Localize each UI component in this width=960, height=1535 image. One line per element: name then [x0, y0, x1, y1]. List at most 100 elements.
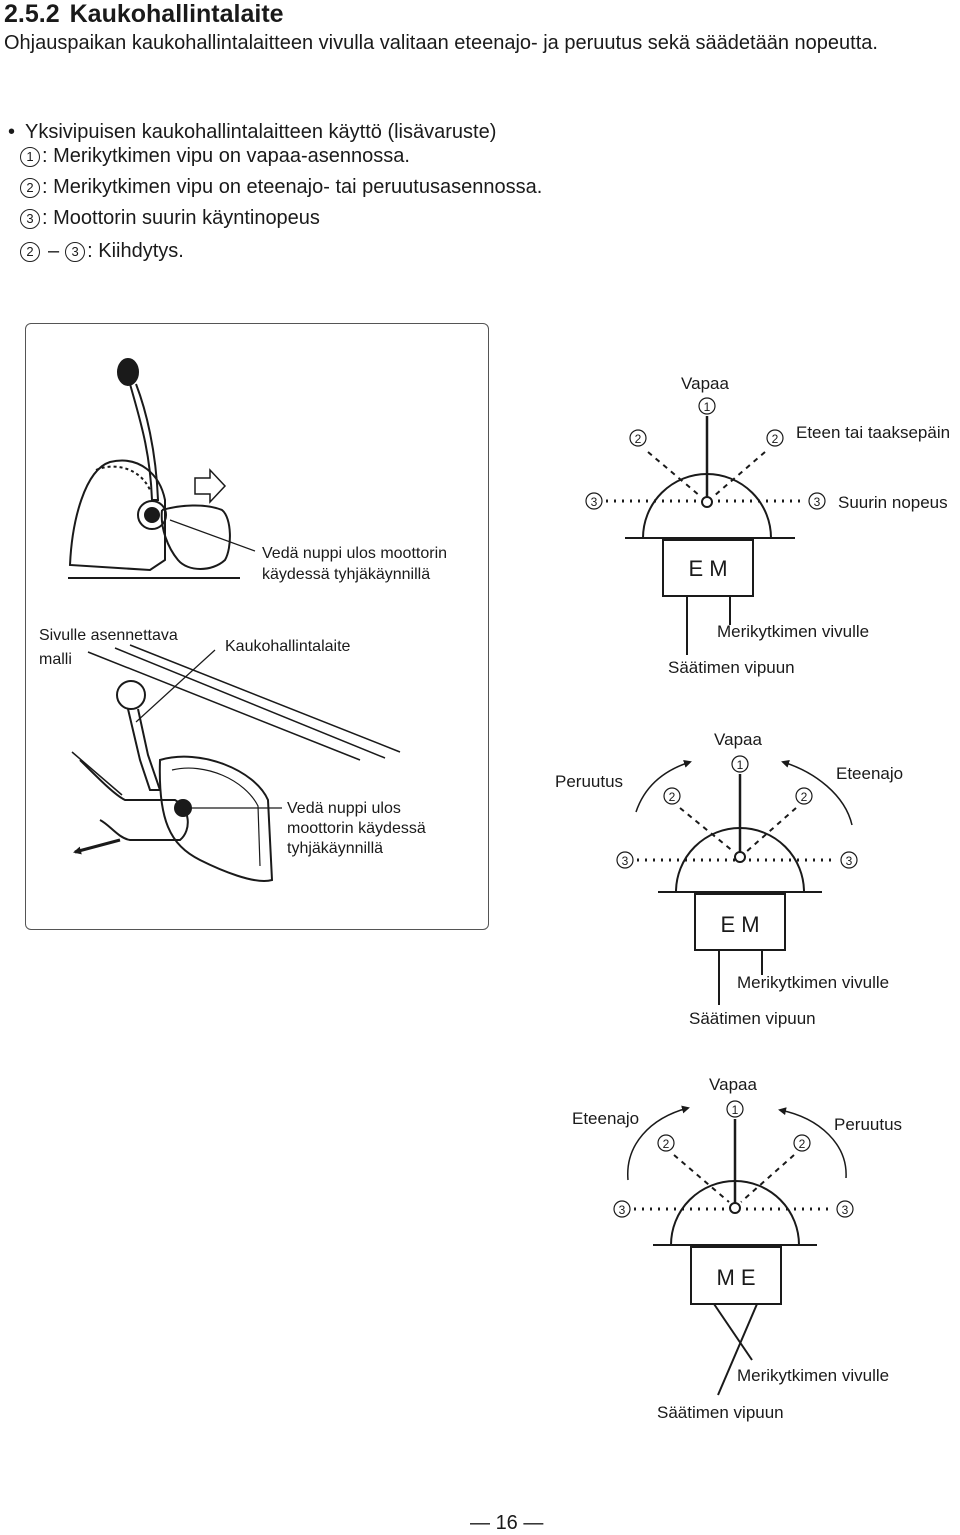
right-arc-arrow-icon: [781, 759, 853, 826]
definition-text: : Merikytkimen vipu on eteenajo- tai per…: [42, 176, 543, 198]
diagram1-vapaa-label: Vapaa: [681, 374, 729, 393]
dashed-position-line: [679, 807, 735, 853]
circled-number-icon: 3: [840, 851, 858, 869]
circled-number: 2: [20, 177, 40, 198]
diagram1-saatimen-label: Säätimen vipuun: [668, 658, 795, 677]
dashed-position-line: [745, 807, 797, 853]
circled-number-icon: 2: [766, 429, 784, 447]
svg-text:3: 3: [591, 495, 598, 509]
svg-text:2: 2: [799, 1137, 806, 1151]
circled-number-icon: 1: [726, 1100, 744, 1118]
pivot-dome: [642, 473, 772, 539]
mount-plate: [158, 755, 274, 882]
svg-text:2: 2: [669, 790, 676, 804]
illustration-box: [25, 323, 489, 930]
me-box: [690, 1246, 782, 1305]
diagram3-vapaa-label: Vapaa: [709, 1075, 757, 1094]
top-callout-line-1: Vedä nuppi ulos moottorin: [262, 545, 447, 562]
definition-4: 2 – 3 : Kiihdytys.: [20, 240, 184, 263]
side-pull-arrow-icon: [73, 838, 121, 855]
svg-text:3: 3: [622, 854, 629, 868]
section-number: 2.5.2: [4, 0, 60, 28]
definition-2: 2 : Merikytkimen vipu on eteenajo- tai p…: [20, 176, 542, 199]
right-arc-arrow-icon: [778, 1107, 847, 1179]
page-number: — 16 —: [470, 1512, 543, 1535]
dashed-position-line: [673, 1154, 730, 1203]
hub-knob-icon: [137, 500, 167, 530]
diagram1-merikytkimen-label: Merikytkimen vivulle: [717, 622, 869, 641]
diagram1-direction-label: Eteen tai taaksepäin: [796, 423, 950, 442]
side-model-label-1: Sivulle asennettava: [39, 627, 178, 644]
circled-number-icon: 3: [836, 1200, 854, 1218]
pivot-icon: [729, 1202, 741, 1214]
em-box: [694, 893, 786, 951]
remote-housing: [68, 459, 166, 572]
em-box-label: E M: [688, 556, 727, 581]
pivot-dome: [675, 827, 805, 893]
definition-text: : Merikytkimen vipu on vapaa-asennossa.: [42, 145, 410, 167]
lever-diagram-2: Vapaa 1 Peruutus Eteenajo 2 2 3 3 E M Me…: [555, 730, 903, 1028]
circled-number-icon: 3: [616, 851, 634, 869]
page-number-dash-icon: —: [523, 1512, 544, 1534]
side-model-label-2: malli: [39, 651, 72, 668]
definition-1: 1 : Merikytkimen vipu on vapaa-asennossa…: [20, 145, 410, 168]
remote-label-leader: [135, 649, 216, 723]
lever-knob-icon: [117, 358, 139, 386]
bullet-heading: • Yksivipuisen kaukohallintalaitteen käyt…: [8, 121, 496, 144]
page-number-dash-icon: —: [470, 1512, 490, 1534]
svg-text:3: 3: [619, 1203, 626, 1217]
circled-number-icon: 1: [731, 755, 749, 773]
bottom-callout-line-1: Vedä nuppi ulos: [287, 800, 401, 817]
diagram2-saatimen-label: Säätimen vipuun: [689, 1009, 816, 1028]
lever-diagram-3: Vapaa 1 Eteenajo Peruutus 2 2 3 3 M E Me…: [572, 1075, 902, 1422]
diagram3-left-label: Eteenajo: [572, 1109, 639, 1128]
svg-text:1: 1: [737, 758, 744, 772]
left-arc-arrow-icon: [635, 760, 692, 813]
range-dash: –: [48, 240, 60, 262]
side-mount-illustration: [71, 644, 401, 882]
svg-text:3: 3: [842, 1203, 849, 1217]
circled-number-icon: 2: [657, 1134, 675, 1152]
bullet-dot-icon: •: [8, 121, 16, 143]
diagram2-right-label: Eteenajo: [836, 764, 903, 783]
definition-3: 3 : Moottorin suurin käyntinopeus: [20, 207, 320, 230]
svg-text:1: 1: [704, 400, 711, 414]
circled-number-icon: 2: [629, 429, 647, 447]
diagram3-right-label: Peruutus: [834, 1115, 902, 1134]
diagram2-left-label: Peruutus: [555, 772, 623, 791]
svg-text:2: 2: [801, 790, 808, 804]
intro-paragraph: Ohjauspaikan kaukohallintalaitteen vivul…: [4, 32, 878, 54]
page-number-value: 16: [495, 1512, 518, 1534]
em-box-label: E M: [720, 912, 759, 937]
left-arc-arrow-icon: [627, 1105, 690, 1181]
panel-edge-line: [87, 651, 361, 761]
svg-text:2: 2: [635, 432, 642, 446]
definition-text: : Moottorin suurin käyntinopeus: [42, 207, 320, 229]
hand-icon: [160, 504, 231, 570]
side-lever-knob-icon: [116, 680, 146, 710]
top-remote-illustration: [68, 358, 256, 579]
remote-label: Kaukohallintalaite: [225, 638, 351, 655]
circled-number: 3: [20, 208, 40, 229]
em-box: [662, 539, 754, 597]
circled-number: 3: [65, 241, 86, 262]
circled-number: 1: [20, 146, 40, 167]
top-callout-line-2: käydessä tyhjäkäynnillä: [262, 566, 430, 583]
circled-number-icon: 3: [808, 492, 826, 510]
side-hand-icon: [79, 759, 189, 841]
svg-text:3: 3: [814, 495, 821, 509]
diagram3-merikytkimen-label: Merikytkimen vivulle: [737, 1366, 889, 1385]
svg-text:2: 2: [663, 1137, 670, 1151]
circled-number-icon: 2: [663, 787, 681, 805]
dashed-position-line: [647, 451, 701, 497]
lever-arm: [129, 383, 160, 501]
pull-arrow-icon: [194, 468, 227, 504]
top-callout-leader: [169, 519, 256, 552]
svg-text:3: 3: [846, 854, 853, 868]
circled-number-icon: 1: [698, 397, 716, 415]
circled-number-icon: 2: [793, 1134, 811, 1152]
bullet-title-text: Yksivipuisen kaukohallintalaitteen käytt…: [25, 121, 497, 143]
pivot-icon: [701, 496, 713, 508]
housing-shading: [95, 465, 151, 491]
crossed-cable-line: [713, 1303, 753, 1361]
